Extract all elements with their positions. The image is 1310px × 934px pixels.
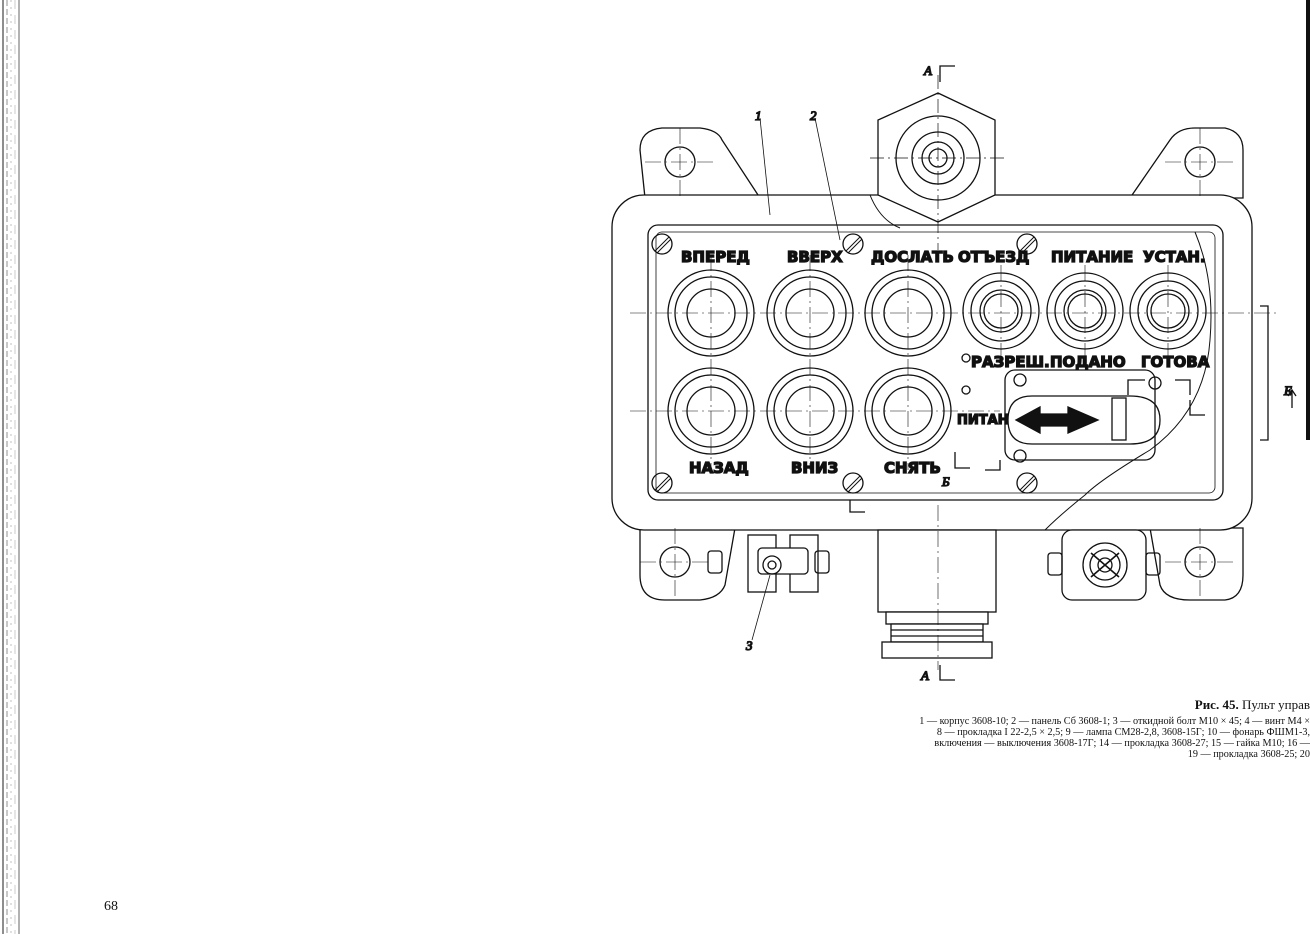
section-e: Е (1283, 383, 1292, 398)
connector-bottom (877, 529, 997, 659)
label-otezd: ОТЪЕЗД (958, 248, 1029, 266)
cable-gland-top (870, 75, 1005, 250)
caption-figure-number: Рис. 45. (1194, 697, 1239, 712)
leader-lines (751, 117, 841, 641)
caption-line-2: 8 — прокладка I 22-2,5 × 2,5; 9 — лампа … (936, 727, 1310, 738)
label-snyat: СНЯТЬ (884, 459, 941, 477)
label-nazad: НАЗАД (689, 459, 749, 477)
label-doslat: ДОСЛАТЬ (871, 248, 954, 266)
figure-caption: Рис. 45. Пульт управ 1 — корпус 3608-10;… (800, 697, 1310, 760)
panel-screws (651, 233, 1162, 494)
callout-2: 2 (810, 108, 817, 123)
label-vpered: ВПЕРЕД (681, 248, 750, 266)
callout-1: 1 (755, 108, 762, 123)
caption-line-3: включения — выключения 3608-17Г; 14 — пр… (934, 738, 1310, 749)
power-toggle (1004, 369, 1161, 461)
label-pitanie: ПИТАНИЕ (1051, 248, 1133, 266)
page-number: 68 (104, 899, 118, 914)
panel-housing (611, 127, 1253, 601)
label-gotova: ГОТОВА (1141, 353, 1210, 371)
label-pitan: ПИТАН (957, 413, 1009, 428)
label-vverkh: ВВЕРХ (787, 248, 843, 266)
caption-line-4: 19 — прокладка 3608-25; 20 (1187, 749, 1310, 760)
caption-line-1: 1 — корпус 3608-10; 2 — панель Сб 3608-1… (919, 716, 1310, 727)
binding-edge (2, 0, 20, 934)
callout-3: 3 (745, 638, 753, 653)
section-a-top: А (923, 63, 932, 78)
caption-title: Рис. 45. Пульт управ (800, 697, 1310, 713)
label-razresh: РАЗРЕШ. (971, 353, 1050, 371)
section-a-bottom: А (920, 668, 929, 683)
center-lines (630, 128, 1280, 670)
hinged-bolt (707, 534, 830, 593)
label-podano: ПОДАНО (1050, 353, 1126, 371)
lamp-assembly (1047, 529, 1161, 601)
caption-figure-title: Пульт управ (1238, 697, 1310, 712)
control-panel-drawing: ВПЕРЕД ВВЕРХ ДОСЛАТЬ ОТЪЕЗД ПИТАНИЕ УСТА… (611, 62, 1297, 684)
page-right-edge (1306, 0, 1310, 440)
label-ustan: УСТАН. (1143, 248, 1206, 266)
label-vniz: ВНИЗ (791, 459, 838, 477)
section-b: Б (941, 474, 950, 489)
section-marks (849, 65, 1297, 681)
